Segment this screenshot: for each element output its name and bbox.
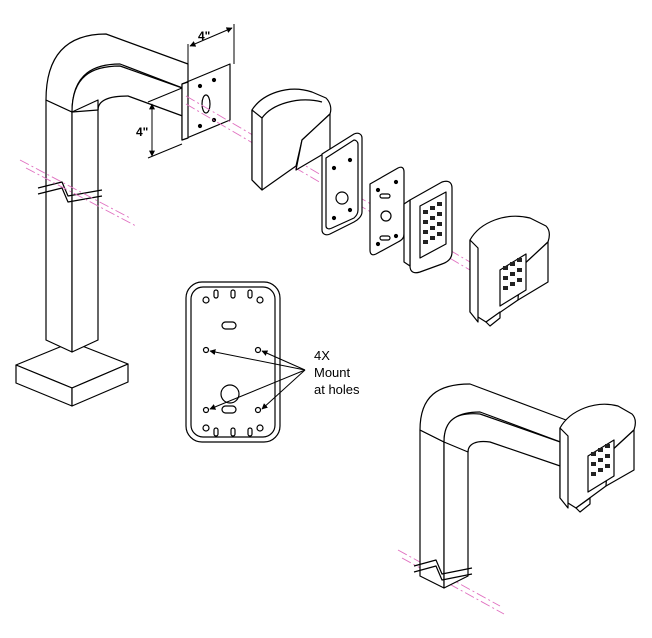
keypad-unit bbox=[403, 180, 453, 274]
height-dimension bbox=[147, 87, 183, 159]
pedestal-mounting-plate bbox=[181, 63, 231, 141]
callout-line-1: 4X bbox=[314, 348, 330, 363]
mount-hole-callout-arrows bbox=[209, 349, 306, 410]
mount-hole bbox=[202, 346, 210, 354]
width-dimension bbox=[187, 24, 235, 72]
rain-hood bbox=[251, 88, 332, 191]
gasket bbox=[321, 132, 363, 236]
pedestal-base-plate bbox=[15, 341, 129, 407]
keypad-buttons bbox=[423, 202, 442, 244]
assembled-gooseneck bbox=[413, 383, 636, 589]
mount-hole bbox=[202, 406, 210, 414]
back-plate bbox=[369, 166, 405, 256]
callout-line-3: at holes bbox=[314, 382, 360, 397]
pedestal-arm bbox=[45, 33, 189, 119]
mount-hole bbox=[254, 346, 262, 354]
height-dimension-label: 4" bbox=[136, 125, 148, 139]
gooseneck-pedestal bbox=[15, 33, 231, 407]
callout-line-2: Mount bbox=[314, 365, 351, 380]
assembled-hood-keypad bbox=[469, 215, 550, 327]
pedestal-column bbox=[37, 99, 103, 353]
mount-hole bbox=[254, 406, 262, 414]
width-dimension-label: 4" bbox=[198, 29, 210, 43]
mount-hole-callout: 4X Mount at holes bbox=[314, 348, 360, 397]
